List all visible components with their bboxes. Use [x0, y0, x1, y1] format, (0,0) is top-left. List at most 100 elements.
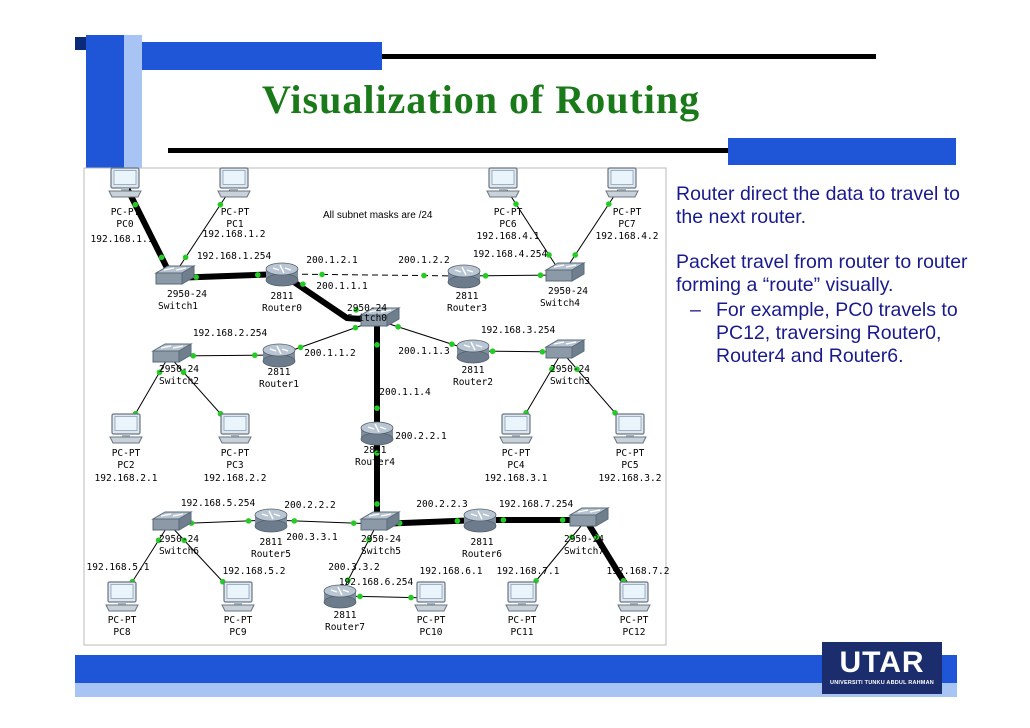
link-status-dot	[408, 594, 414, 601]
label-pc2-name: PC2	[117, 460, 134, 471]
label-pc0-kind: PC-PT	[111, 207, 140, 218]
router-icon	[360, 421, 394, 446]
ip-label-r4_sw0: 200.1.1.4	[379, 387, 431, 398]
pc-pc12[interactable]	[617, 581, 651, 612]
label-pc4-kind: PC-PT	[502, 448, 531, 459]
label-sw2-kind: 2950-24	[159, 364, 199, 375]
link-status-dot	[193, 274, 199, 280]
pc-icon	[414, 581, 448, 612]
label-pc8-name: PC8	[113, 627, 130, 638]
label-pc12-name: PC12	[623, 627, 646, 638]
pc-icon	[217, 167, 251, 198]
ip-label-r2_sw3: 192.168.3.254	[481, 325, 556, 336]
label-r5-kind: 2811	[260, 537, 283, 548]
link-status-dot	[572, 252, 578, 258]
link-status-dot	[489, 348, 496, 355]
label-sw0-name: Switch0	[347, 313, 387, 324]
label-r1-name: Router1	[259, 379, 299, 390]
link-status-dot	[132, 201, 139, 208]
label-pc4-name: PC4	[507, 460, 524, 471]
link-status-dot	[482, 272, 489, 279]
link-status-dot	[297, 344, 304, 351]
logo-wordmark: UTAR	[839, 646, 925, 679]
ip-label-pc8_ip: 192.168.5.1	[87, 562, 150, 573]
label-r1-kind: 2811	[268, 367, 291, 378]
pc-pc0[interactable]	[108, 167, 142, 198]
label-pc9-kind: PC-PT	[224, 615, 253, 626]
link-status-dot	[180, 369, 187, 376]
pc-pc1[interactable]	[217, 167, 251, 198]
label-sw3-kind: 2950-24	[550, 364, 590, 375]
router-r3[interactable]	[447, 264, 481, 289]
label-sw5-kind: 2950-24	[361, 534, 401, 545]
label-sw4-kind: 2950-24	[548, 286, 588, 297]
network-topology-diagram: PC-PTPC0192.168.1.1PC-PTPC1192.168.1.2PC…	[83, 167, 669, 646]
pc-pc11[interactable]	[505, 581, 539, 612]
router-r4[interactable]	[360, 421, 394, 446]
link-status-dot	[245, 518, 252, 524]
link-status-dot	[182, 254, 189, 261]
bottom-blue-bar	[75, 655, 957, 683]
link-pc6-sw4	[502, 183, 563, 276]
link-status-dot	[395, 324, 401, 330]
top-left-dark-square	[75, 37, 86, 50]
link-status-dot	[155, 537, 162, 544]
router-r0[interactable]	[265, 262, 299, 287]
router-icon	[265, 262, 299, 287]
pc-pc2[interactable]	[109, 413, 143, 444]
router-r7[interactable]	[323, 584, 357, 609]
router-r2[interactable]	[456, 339, 490, 364]
ip-label-pc12_ip: 192.168.7.2	[607, 566, 670, 577]
pc-pc8[interactable]	[105, 581, 139, 612]
link-status-dot	[252, 352, 258, 359]
router-r1[interactable]	[262, 343, 296, 368]
link-status-dot	[158, 254, 165, 261]
pc-pc6[interactable]	[486, 167, 520, 198]
ip-label-r1_sw2: 192.168.2.254	[193, 328, 268, 339]
pc-icon	[221, 581, 255, 612]
label-pc1-name: PC1	[226, 219, 243, 230]
ip-label-r5_sw5: 200.2.2.2	[284, 500, 335, 511]
label-pc7-name: PC7	[618, 219, 635, 230]
router-r5[interactable]	[254, 508, 288, 533]
pc-pc10[interactable]	[414, 581, 448, 612]
pc-icon	[613, 413, 647, 444]
label-sw7-kind: 2950-24	[564, 534, 604, 545]
router-icon	[254, 508, 288, 533]
label-r0-name: Router0	[262, 303, 302, 314]
ip-label-r0_sw1: 192.168.1.254	[197, 251, 272, 262]
link-status-dot	[500, 517, 507, 523]
title-blue-accent	[728, 138, 956, 165]
label-sw6-name: Switch6	[159, 546, 199, 557]
link-status-dot	[352, 324, 359, 331]
bottom-light-stripe	[75, 683, 957, 697]
bullet-1: Router direct the data to travel to the …	[676, 183, 960, 228]
label-r3-kind: 2811	[456, 291, 479, 302]
link-status-dot	[421, 272, 427, 279]
pc-pc7[interactable]	[605, 167, 639, 198]
pc-pc4[interactable]	[499, 413, 533, 444]
router-r6[interactable]	[463, 508, 497, 533]
link-status-dot	[559, 517, 566, 523]
pc-icon	[617, 581, 651, 612]
label-r7-kind: 2811	[334, 610, 357, 621]
label-pc6-name: PC6	[499, 219, 516, 230]
label-pc10-name: PC10	[420, 627, 443, 638]
link-status-dot	[549, 366, 555, 372]
label-pc10-kind: PC-PT	[417, 615, 446, 626]
utar-logo: UTAR UNIVERSITI TUNKU ABDUL RAHMAN	[822, 642, 942, 694]
router-icon	[456, 339, 490, 364]
label-pc11-kind: PC-PT	[508, 615, 537, 626]
link-pc7-sw4	[561, 183, 623, 276]
pc-pc5[interactable]	[613, 413, 647, 444]
pc-icon	[486, 167, 520, 198]
label-sw0-kind: 2950-24	[347, 303, 387, 314]
pc-pc9[interactable]	[221, 581, 255, 612]
label-pc1-ip: 192.168.1.2	[203, 229, 266, 240]
link-status-dot	[546, 252, 552, 258]
pc-pc3[interactable]	[218, 413, 252, 444]
link-status-dot	[606, 201, 612, 207]
link-status-dot	[345, 577, 351, 583]
label-pc9-name: PC9	[229, 627, 246, 638]
ip-label-r3_sw4: 192.168.4.254	[473, 249, 548, 260]
